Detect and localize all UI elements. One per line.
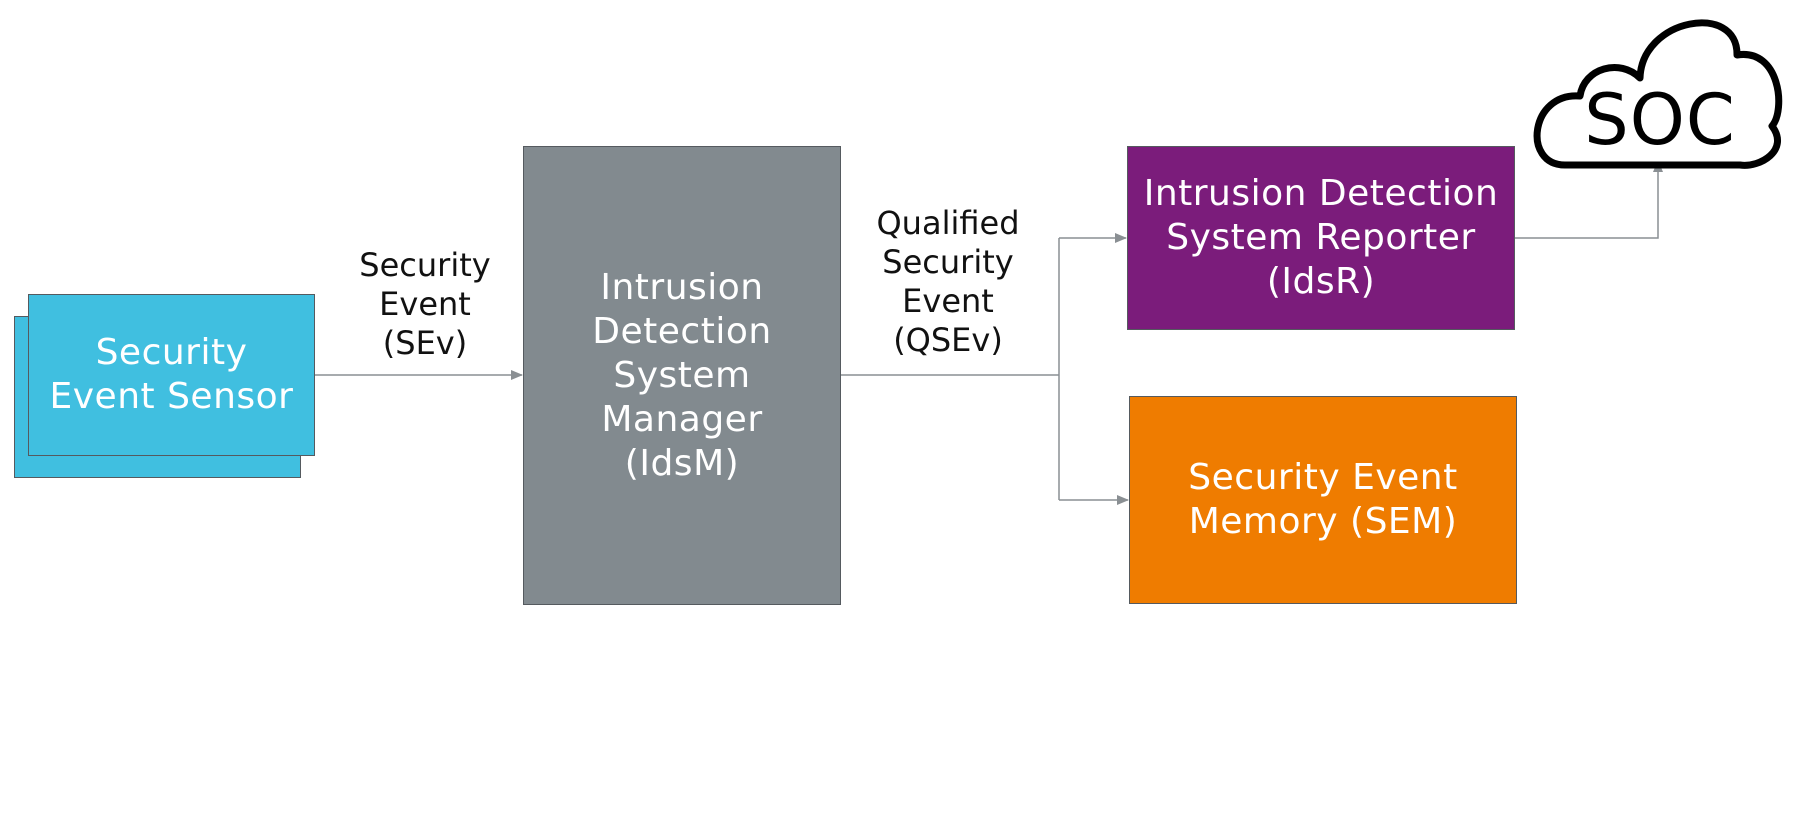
- security-event-sensor-label: Security Event Sensor: [49, 332, 294, 417]
- soc-label: SOC: [1584, 79, 1736, 161]
- idsm-node: Intrusion Detection System Manager (IdsM…: [523, 146, 841, 605]
- security-event-sensor-node: Security Event Sensor: [28, 294, 315, 456]
- sem-label: Security Event Memory (SEM): [1188, 457, 1458, 542]
- sev-edge-label: Security Event (SEv): [359, 246, 491, 362]
- idsr-node: Intrusion Detection System Reporter (Ids…: [1127, 146, 1515, 330]
- idsm-label: Intrusion Detection System Manager (IdsM…: [592, 266, 772, 484]
- arrow-idsr-to-soc: [1515, 160, 1663, 239]
- idsr-label: Intrusion Detection System Reporter (Ids…: [1143, 173, 1499, 302]
- sem-node: Security Event Memory (SEM): [1129, 396, 1517, 604]
- qsev-edge-label: Qualified Security Event (QSEv): [876, 204, 1020, 359]
